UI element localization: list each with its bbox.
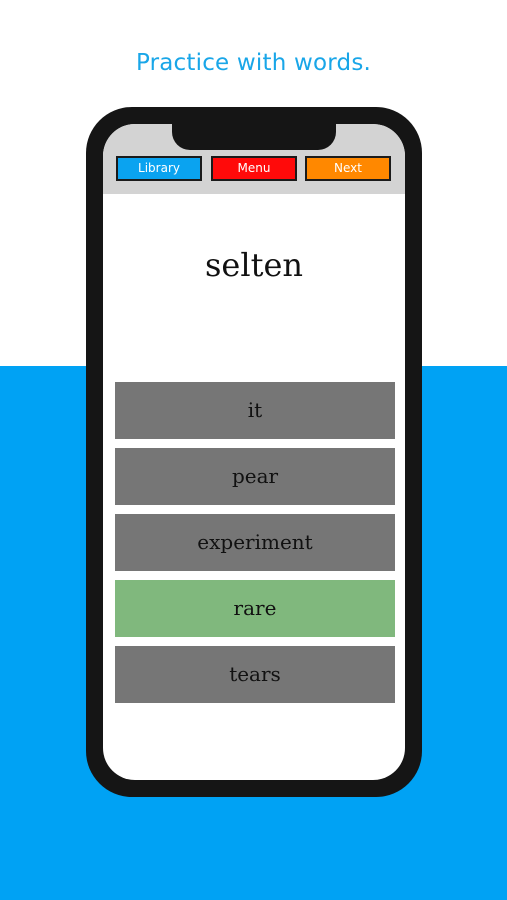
top-bar: Library Menu Next bbox=[103, 124, 405, 194]
menu-button[interactable]: Menu bbox=[211, 156, 297, 181]
answer-options: it pear experiment rare tears bbox=[115, 382, 395, 712]
answer-option-pear[interactable]: pear bbox=[115, 448, 395, 505]
library-button[interactable]: Library bbox=[116, 156, 202, 181]
answer-option-tears[interactable]: tears bbox=[115, 646, 395, 703]
phone-notch bbox=[172, 124, 336, 150]
phone-screen: Library Menu Next selten it pear experim… bbox=[103, 124, 405, 780]
phone-frame: Library Menu Next selten it pear experim… bbox=[86, 107, 422, 797]
answer-option-rare[interactable]: rare bbox=[115, 580, 395, 637]
answer-option-it[interactable]: it bbox=[115, 382, 395, 439]
answer-option-experiment[interactable]: experiment bbox=[115, 514, 395, 571]
next-button[interactable]: Next bbox=[305, 156, 391, 181]
headline: Practice with words. bbox=[135, 50, 372, 76]
prompt-word: selten bbox=[205, 246, 303, 284]
